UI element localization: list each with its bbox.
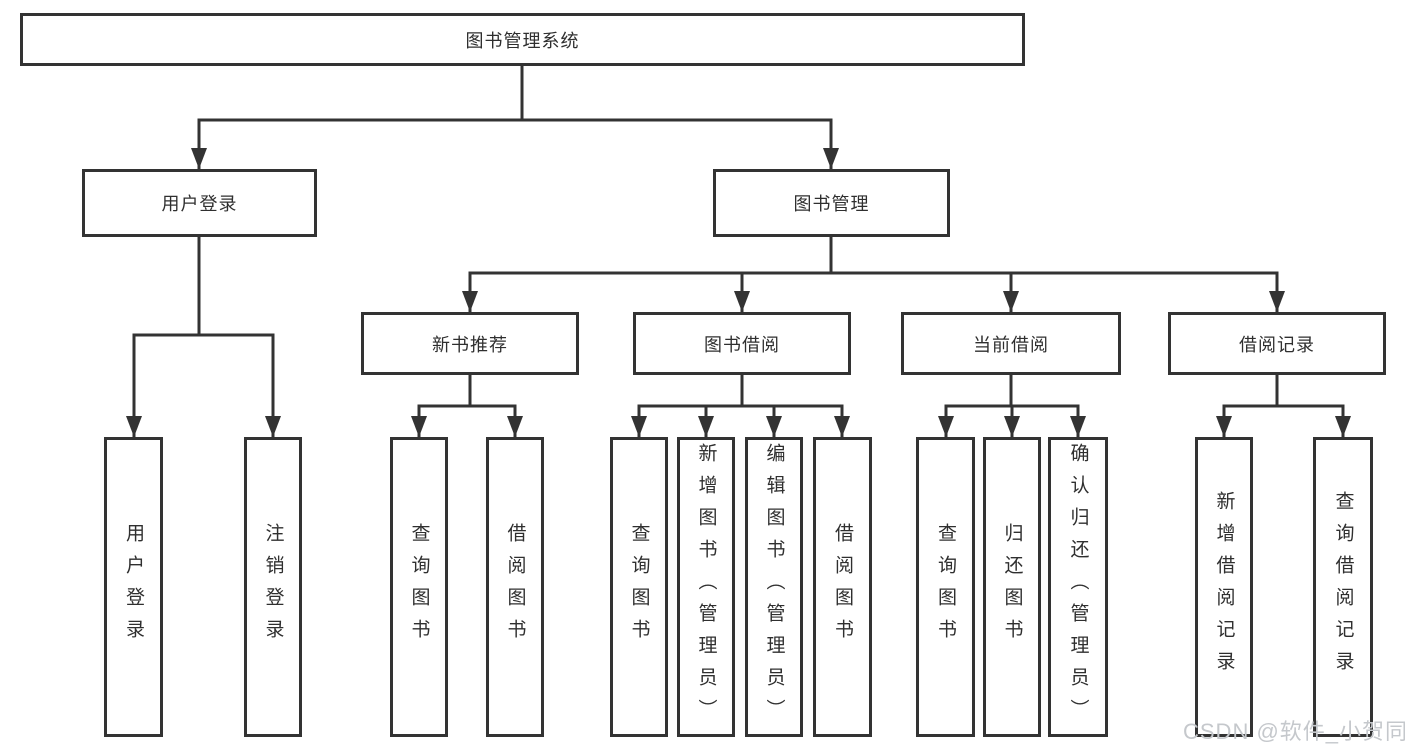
leaf-return-books-label: 归还图书 [1001,523,1023,651]
leaf-query-books-1: 查询图书 [390,437,448,737]
leaf-query-borrow-record-label: 查询借阅记录 [1332,491,1354,683]
csdn-watermark: CSDN @软件_小贺同学 [1183,719,1405,744]
leaf-return-books: 归还图书 [983,437,1041,737]
node-root: 图书管理系统 [20,13,1025,66]
leaf-query-books-2: 查询图书 [610,437,668,737]
leaf-confirm-return-admin-label: 确认归还（管理员） [1067,443,1089,731]
leaf-logout: 注销登录 [244,437,302,737]
leaf-query-books-3-label: 查询图书 [935,523,956,651]
leaf-add-borrow-record-label: 新增借阅记录 [1213,491,1235,683]
leaf-borrow-books-1-label: 借阅图书 [504,523,526,651]
node-new-book-recommend: 新书推荐 [361,312,579,375]
node-root-label: 图书管理系统 [465,30,580,51]
leaf-confirm-return-admin: 确认归还（管理员） [1048,437,1108,737]
leaf-logout-label: 注销登录 [262,523,284,651]
node-user-login: 用户登录 [82,169,317,237]
leaf-query-books-3: 查询图书 [916,437,975,737]
node-current-borrowing: 当前借阅 [901,312,1121,375]
leaf-add-borrow-record: 新增借阅记录 [1195,437,1253,737]
leaf-borrow-books-2-label: 借阅图书 [832,523,853,651]
node-book-management-label: 图书管理 [793,194,870,214]
leaf-edit-books-admin-label: 编辑图书（管理员） [763,443,785,731]
node-book-management: 图书管理 [713,169,950,237]
node-new-book-recommend-label: 新书推荐 [432,334,508,355]
leaf-query-borrow-record: 查询借阅记录 [1313,437,1373,737]
node-current-borrowing-label: 当前借阅 [973,334,1049,355]
node-book-borrowing-label: 图书借阅 [704,334,780,355]
leaf-user-login-label: 用户登录 [123,523,144,651]
leaf-add-books-admin-label: 新增图书（管理员） [695,443,717,731]
node-book-borrowing: 图书借阅 [633,312,851,375]
node-user-login-label: 用户登录 [161,194,238,214]
leaf-query-books-2-label: 查询图书 [628,523,650,651]
leaf-add-books-admin: 新增图书（管理员） [677,437,735,737]
leaf-borrow-books-1: 借阅图书 [486,437,544,737]
leaf-user-login: 用户登录 [104,437,163,737]
node-borrowing-records-label: 借阅记录 [1239,334,1315,355]
leaf-borrow-books-2: 借阅图书 [813,437,872,737]
node-borrowing-records: 借阅记录 [1168,312,1386,375]
leaf-query-books-1-label: 查询图书 [408,523,430,651]
leaf-edit-books-admin: 编辑图书（管理员） [745,437,803,737]
